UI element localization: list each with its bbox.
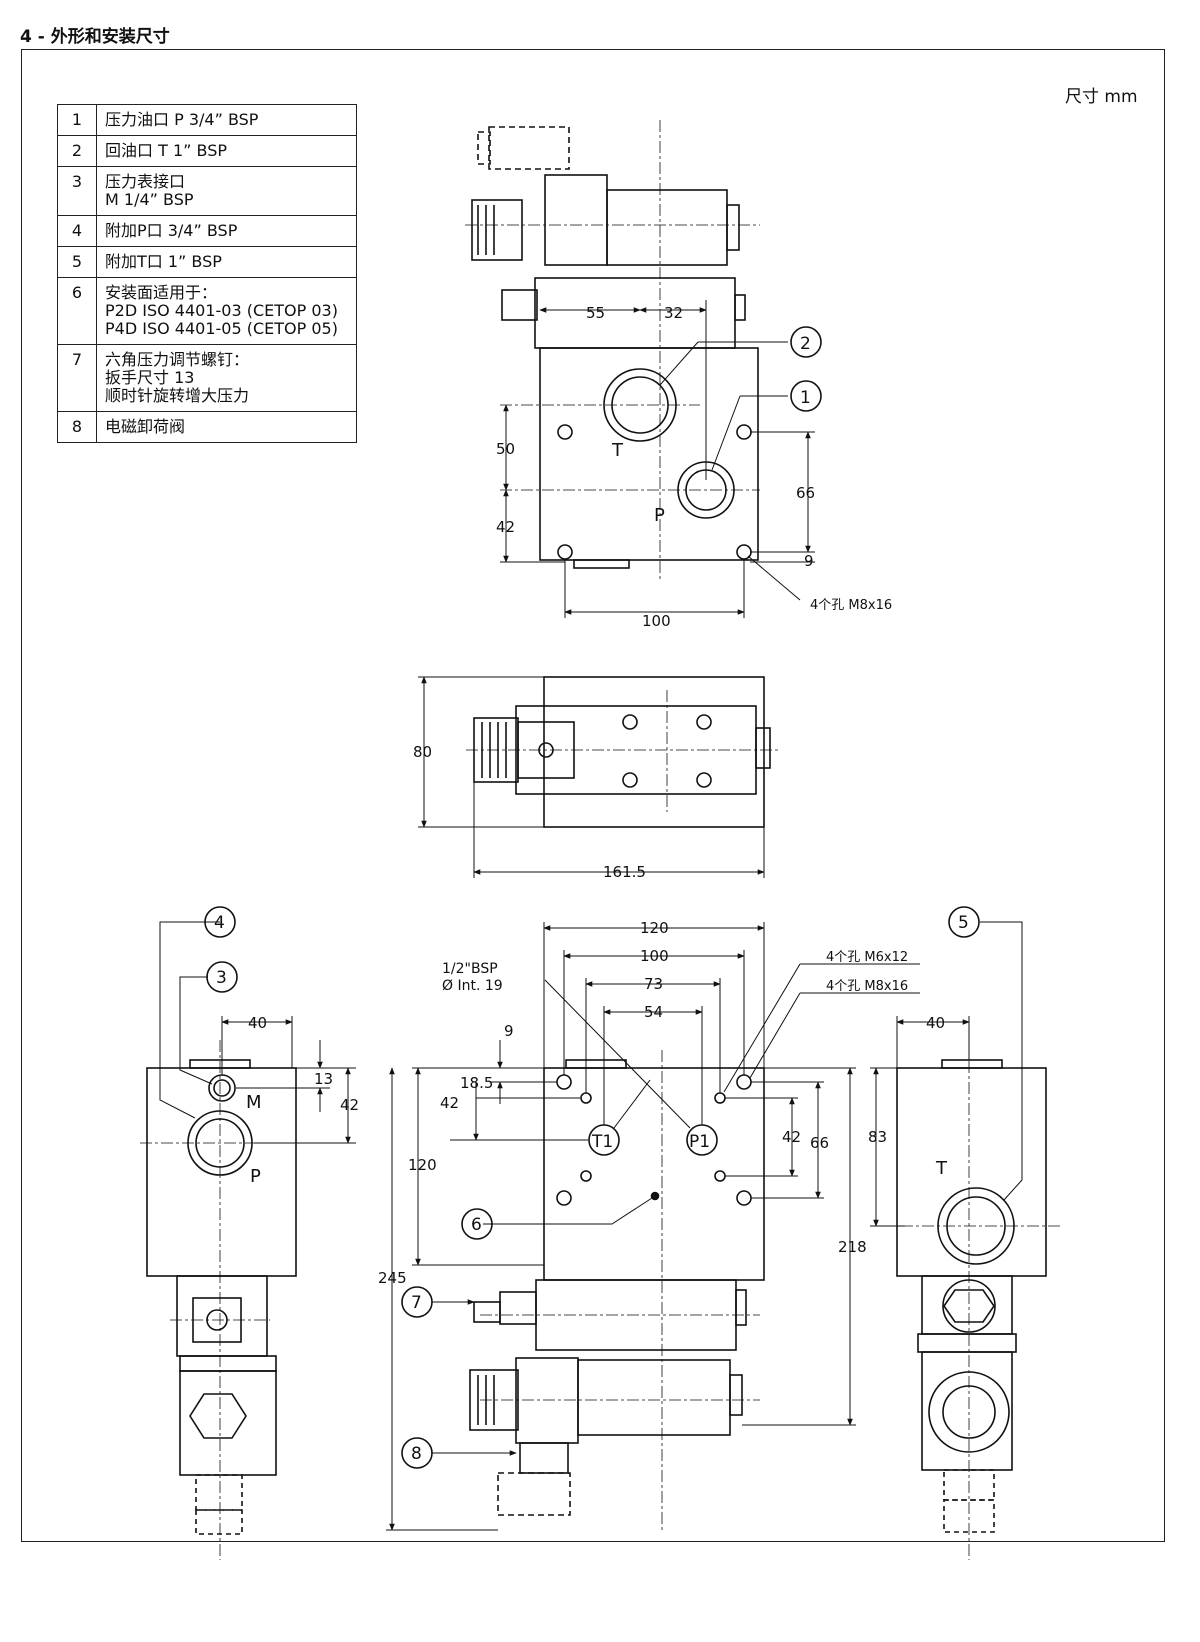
callout-5-label: 5: [958, 913, 969, 933]
bottom-dim-66: 66: [810, 1134, 829, 1152]
callout-6-label: 6: [471, 1215, 482, 1235]
legend-number: 3: [57, 166, 97, 216]
front-port-p-label: P: [654, 505, 665, 526]
solenoid-coil: [544, 174, 608, 266]
legend-text: 安装面适用于： P2D ISO 4401-03 (CETOP 03) P4D I…: [96, 277, 357, 345]
holes-note-m6: 4个孔 M6x12: [826, 950, 908, 965]
left-dim-40: 40: [248, 1014, 267, 1032]
right-dim-83: 83: [868, 1128, 887, 1146]
port-p1-label: P1: [689, 1132, 710, 1152]
front-holes-note: 4个孔 M8x16: [810, 598, 892, 613]
relief-valve-body: [534, 277, 736, 349]
callout-7-circle: [401, 1286, 433, 1318]
front-dim-9: 9: [804, 552, 814, 570]
top-dim-80: 80: [413, 743, 432, 761]
left-port-m-label: M: [246, 1092, 262, 1113]
mounting-face-block: [543, 1067, 765, 1281]
legend-text: 附加T口 1” BSP: [96, 246, 357, 278]
callout-2-circle: [790, 326, 822, 358]
top-view: [466, 676, 780, 828]
holes-note-m8: 4个孔 M8x16: [826, 979, 908, 994]
legend-text: 六角压力调节螺钉： 扳手尺寸 13 顺时针旋转增大压力: [96, 344, 357, 412]
legend-number: 6: [57, 277, 97, 345]
front-dim-55: 55: [586, 304, 605, 322]
callout-3-label: 3: [216, 968, 227, 988]
bottom-dim-54: 54: [644, 1003, 663, 1021]
thread-spec-b: Ø Int. 19: [442, 978, 503, 994]
legend-number: 2: [57, 135, 97, 167]
bottom-dim-42-left: 42: [440, 1094, 459, 1112]
bottom-dim-100: 100: [640, 947, 669, 965]
front-dim-100: 100: [642, 612, 671, 630]
top-block: [543, 676, 765, 828]
top-dim-161: 161.5: [603, 863, 646, 881]
bottom-dim-120: 120: [640, 919, 669, 937]
callout-7-label: 7: [411, 1293, 422, 1313]
left-side-view: [140, 1040, 350, 1560]
callout-4-label: 4: [214, 913, 225, 933]
side-block-right: [896, 1067, 1047, 1277]
bottom-view: [469, 1050, 765, 1530]
bottom-dim-18-5: 18.5: [460, 1074, 493, 1092]
drawing-frame: [21, 49, 1165, 1542]
callout-8-circle: [401, 1437, 433, 1469]
connector-outline: [488, 126, 570, 170]
bottom-dim-73: 73: [644, 975, 663, 993]
left-dim-42: 42: [340, 1096, 359, 1114]
callout-4-circle: [204, 906, 236, 938]
front-dim-50: 50: [496, 440, 515, 458]
right-dim-40: 40: [926, 1014, 945, 1032]
callout-3-circle: [206, 961, 238, 993]
left-port-p-label: P: [250, 1166, 261, 1187]
callout-2-label: 2: [800, 334, 811, 354]
right-side-view: [880, 1040, 1060, 1560]
port-t1-label: T1: [591, 1132, 613, 1152]
front-dim-32: 32: [664, 304, 683, 322]
front-dim-42: 42: [496, 518, 515, 536]
callout-1-circle: [790, 380, 822, 412]
bottom-dim-218: 218: [838, 1238, 867, 1256]
solenoid-knob: [471, 199, 523, 261]
legend-number: 8: [57, 411, 97, 443]
left-dim-13: 13: [314, 1070, 333, 1088]
manifold-block: [539, 347, 759, 561]
bottom-dim-245: 245: [378, 1269, 407, 1287]
side-block: [146, 1067, 297, 1277]
callout-6-circle: [461, 1208, 493, 1240]
legend-number: 7: [57, 344, 97, 412]
callout-8-label: 8: [411, 1444, 422, 1464]
solenoid-body: [606, 189, 728, 266]
bottom-dim-42-right: 42: [782, 1128, 801, 1146]
legend-text: 附加P口 3/4” BSP: [96, 215, 357, 247]
section-heading: 4 - 外形和安装尺寸: [20, 27, 170, 47]
thread-spec-a: 1/2"BSP: [442, 961, 498, 977]
callout-5-circle: [948, 906, 980, 938]
front-dim-66: 66: [796, 484, 815, 502]
port-m-circle: [208, 1074, 236, 1102]
units-label: 尺寸 mm: [1065, 87, 1138, 107]
legend-number: 5: [57, 246, 97, 278]
bottom-dim-120-vertical: 120: [408, 1156, 437, 1174]
front-port-t-label: T: [611, 440, 624, 461]
bottom-dim-9: 9: [504, 1022, 514, 1040]
callout-1-label: 1: [800, 388, 811, 408]
front-view: [465, 120, 760, 580]
right-port-t-label: T: [935, 1158, 948, 1179]
legend-text: 电磁卸荷阀: [96, 411, 357, 443]
